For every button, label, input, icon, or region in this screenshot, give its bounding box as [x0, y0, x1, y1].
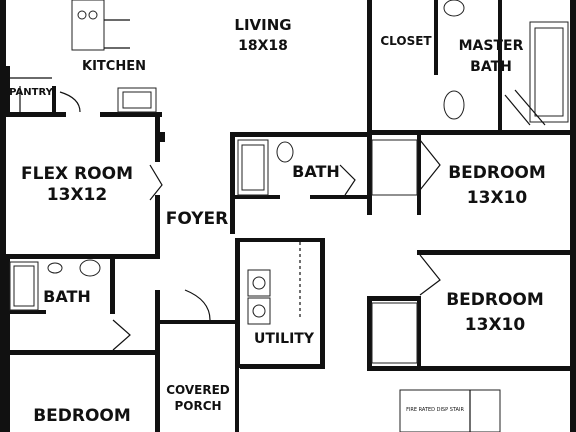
- room-labels: LIVING 18X18 KITCHEN PANTRY CLOSET MASTE…: [9, 16, 546, 426]
- porch-label: COVERED: [166, 383, 230, 397]
- bedroom-2-size: 13X10: [465, 315, 526, 335]
- flex-room-label: FLEX ROOM: [21, 164, 133, 184]
- bedroom-1-label: BEDROOM: [448, 163, 546, 183]
- foyer-label: FOYER: [166, 209, 228, 229]
- bedroom-1-size: 13X10: [467, 188, 528, 208]
- living-label: LIVING: [234, 16, 291, 34]
- bath-center-label: BATH: [292, 162, 340, 181]
- porch-label-2: PORCH: [174, 399, 221, 413]
- flex-room-size: 13X12: [47, 185, 107, 205]
- kitchen-label: KITCHEN: [82, 59, 146, 74]
- bath-left-label: BATH: [43, 287, 91, 306]
- utility-label: UTILITY: [254, 331, 315, 347]
- living-size: 18X18: [238, 38, 288, 54]
- closet-label: CLOSET: [380, 34, 432, 48]
- pantry-label: PANTRY: [9, 87, 53, 98]
- bedroom-3-label: BEDROOM: [33, 406, 131, 426]
- master-bath-label-2: BATH: [470, 59, 512, 75]
- fixtures: [9, 0, 569, 432]
- master-bath-label: MASTER: [459, 38, 524, 54]
- stair-note: FIRE RATED DISP STAIR: [406, 407, 464, 413]
- bedroom-2-label: BEDROOM: [446, 290, 544, 310]
